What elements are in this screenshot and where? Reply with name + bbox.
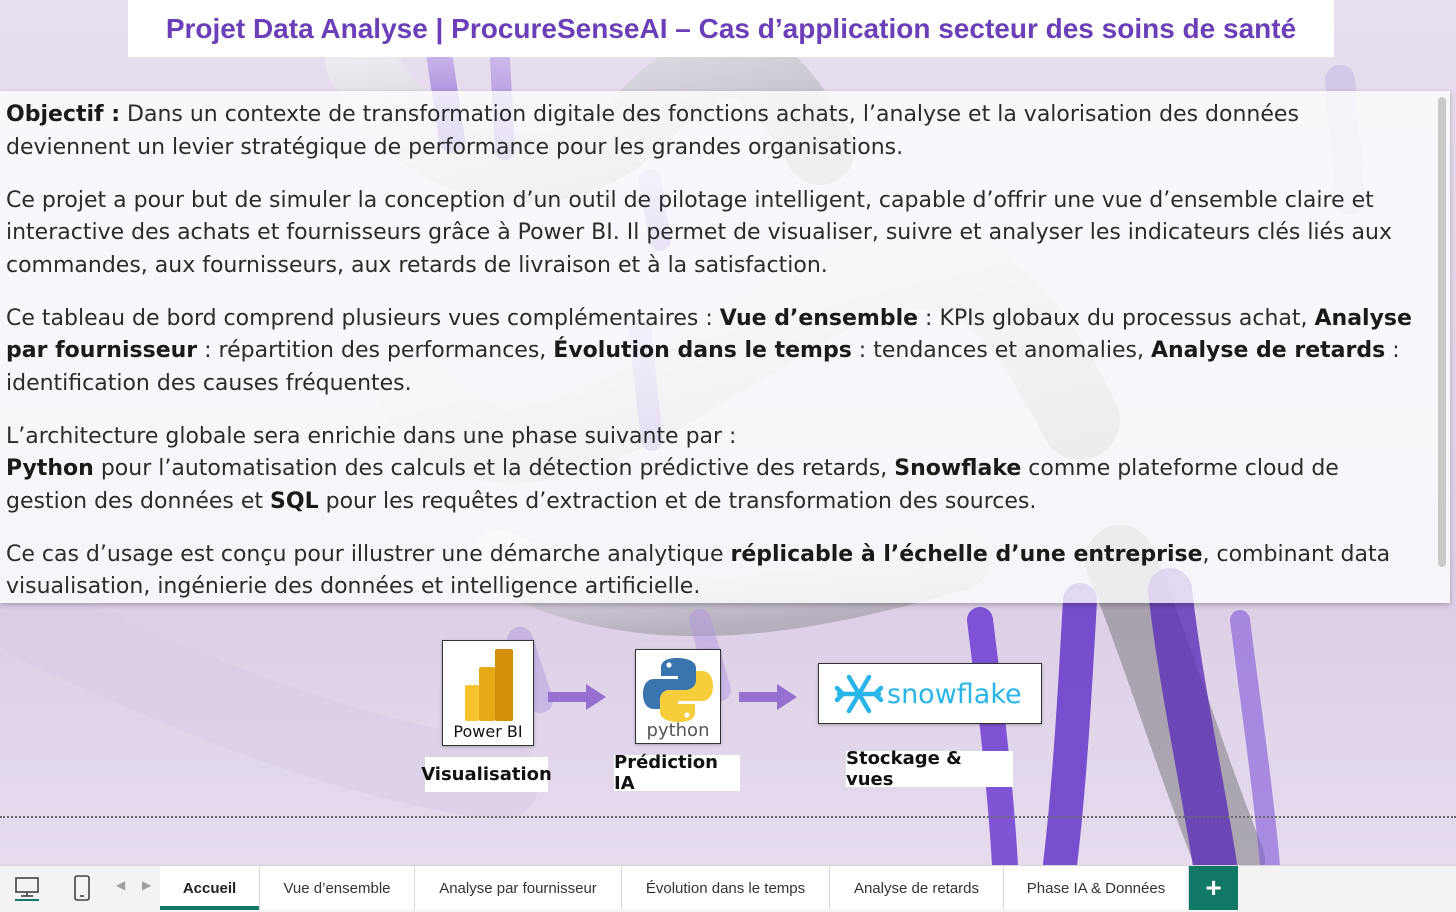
label-prediction-ia: Prédiction IA (614, 752, 740, 794)
description-text-box: Objectif : Dans un contexte de transform… (0, 91, 1450, 603)
powerbi-logo-text: Power BI (453, 722, 522, 741)
architecture-text-c: pour l’automatisation des calculs et la … (93, 456, 895, 481)
views-paragraph: Ce tableau de bord comprend plusieurs vu… (6, 303, 1426, 401)
objective-paragraph: Objectif : Dans un contexte de transform… (6, 99, 1426, 164)
page-tab-bar: ◀ ▶ Accueil Vue d’ensemble Analyse par f… (0, 865, 1456, 912)
views-text-a: Ce tableau de bord comprend plusieurs vu… (6, 305, 720, 331)
tab-analyse-retards[interactable]: Analyse de retards (830, 866, 1004, 910)
page-title: Projet Data Analyse | ProcureSenseAI – C… (165, 12, 1297, 44)
text-scrollbar[interactable] (1438, 97, 1446, 567)
objective-text: Dans un contexte de transformation digit… (6, 102, 1299, 160)
description-text: Objectif : Dans un contexte de transform… (6, 99, 1426, 624)
python-icon: python (643, 658, 713, 741)
tab-phase-ia-donnees[interactable]: Phase IA & Données (1004, 866, 1189, 910)
dotted-divider (0, 816, 1456, 818)
tab-scroll-right-icon[interactable]: ▶ (142, 878, 152, 892)
arrow-right-icon (739, 684, 797, 710)
arrow-right-icon (548, 684, 606, 710)
views-text-d: : répartition des performances, (197, 338, 554, 363)
python-logo: python (635, 649, 721, 744)
usecase-text-a: Ce cas d’usage est conçu pour illustrer … (6, 541, 731, 567)
tab-accueil[interactable]: Accueil (160, 866, 260, 910)
phone-icon (74, 875, 90, 901)
views-text-f: : identification des causes fréquentes. (6, 338, 1400, 396)
usecase-text-c: , combinant data visualisation, ingénier… (6, 541, 1391, 600)
architecture-bold-sql: SQL (270, 488, 319, 514)
views-bold-1: Vue d’ensemble (719, 305, 919, 331)
views-bold-4: Analyse de retards (1150, 338, 1386, 363)
add-page-button[interactable]: + (1189, 866, 1238, 910)
tab-evolution-temps[interactable]: Évolution dans le temps (622, 866, 830, 910)
views-text-c: : KPIs globaux du processus achat, (918, 305, 1315, 331)
snowflake-icon: snowflake (834, 674, 1022, 714)
monitor-icon (15, 877, 39, 901)
python-logo-text: python (647, 720, 710, 741)
snowflake-logo-text: snowflake (887, 679, 1022, 710)
objective-label: Objectif : (6, 102, 121, 127)
architecture-text-d: comme plateforme cloud de gestion des do… (6, 456, 1339, 514)
tab-vue-ensemble[interactable]: Vue d’ensemble (260, 866, 415, 910)
project-paragraph: Ce projet a pour but de simuler la conce… (6, 185, 1426, 283)
usecase-bold: réplicable à l’échelle d’une entreprise (730, 541, 1203, 567)
mobile-view-button[interactable] (66, 872, 98, 904)
tab-analyse-fournisseur[interactable]: Analyse par fournisseur (415, 866, 622, 910)
architecture-bold-snowflake: Snowflake (894, 456, 1022, 481)
powerbi-icon: Power BI (453, 649, 523, 741)
views-bold-2: Analyse par fournisseur (6, 305, 1412, 364)
architecture-paragraph: L’architecture globale sera enrichie dan… (6, 421, 1426, 519)
usecase-paragraph: Ce cas d’usage est conçu pour illustrer … (6, 539, 1426, 604)
architecture-text-e: pour les requêtes d’extraction et de tra… (318, 488, 1037, 514)
desktop-view-button[interactable] (11, 872, 43, 904)
label-visualisation: Visualisation (421, 757, 552, 792)
powerbi-logo: Power BI (442, 640, 534, 746)
project-text: Ce projet a pour but de simuler la conce… (6, 187, 1392, 278)
views-bold-3: Évolution dans le temps (553, 338, 852, 363)
architecture-intro: L’architecture globale sera enrichie dan… (6, 423, 737, 449)
tab-scroll-left-icon[interactable]: ◀ (116, 878, 126, 892)
views-text-e: : tendances et anomalies, (851, 338, 1151, 363)
snowflake-logo: snowflake (818, 663, 1042, 724)
title-box: Projet Data Analyse | ProcureSenseAI – C… (128, 0, 1334, 57)
architecture-bold-python: Python (6, 456, 94, 481)
label-stockage-vues: Stockage & vues (846, 748, 1013, 790)
